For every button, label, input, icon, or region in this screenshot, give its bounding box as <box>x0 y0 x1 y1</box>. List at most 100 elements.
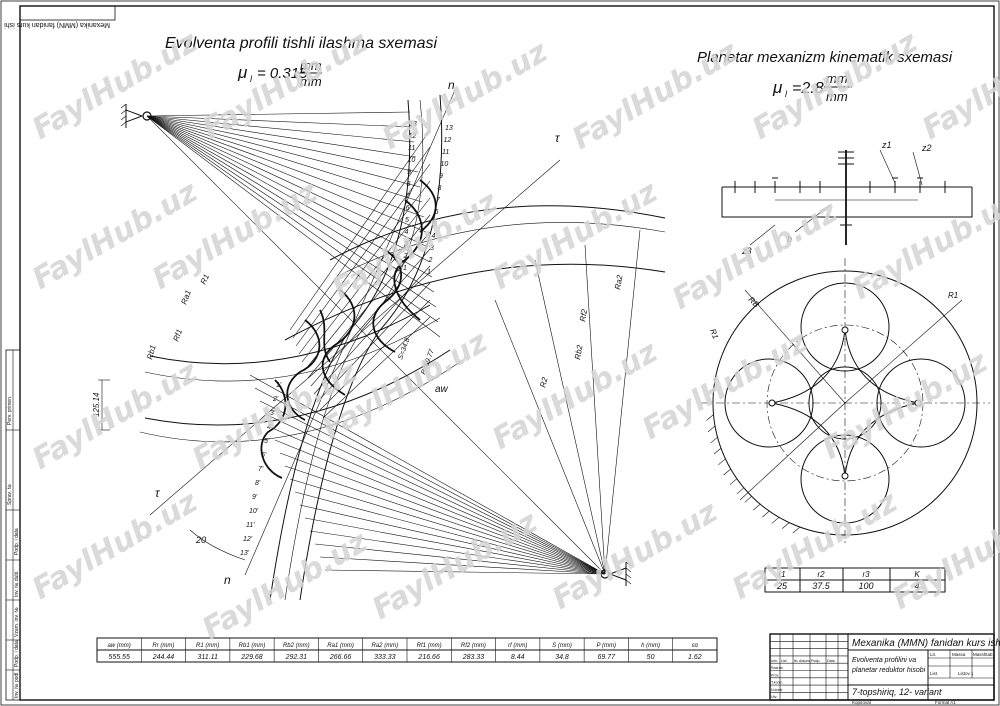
tooth-number: 9 <box>439 173 443 180</box>
ray-top <box>146 115 441 338</box>
gear2-arc-1 <box>329 205 666 261</box>
tb-role: Razrab. <box>771 666 784 670</box>
tooth-profile-5 <box>260 379 287 479</box>
label-aw: aw <box>435 384 449 395</box>
ray-top <box>146 115 431 263</box>
planet-table-header: r2 <box>817 570 825 579</box>
tooth-profile-3 <box>321 289 356 396</box>
ray-bottom <box>309 530 606 575</box>
ray-bottom <box>294 491 606 575</box>
tooth-profile-1 <box>393 199 423 321</box>
tooth-number-prime: 3' <box>270 410 276 417</box>
label-tau-bottom: τ <box>155 486 161 500</box>
tooth-number: 2 <box>403 253 408 260</box>
title-block-main: Mexanika (MMN) fanidan kurs ishi <box>852 638 1000 649</box>
envelope-3 <box>284 99 424 601</box>
params-header: Rb2 (mm) <box>283 643 310 649</box>
gear-scale-sub: l <box>250 74 253 84</box>
gear1-arc-4 <box>139 361 461 443</box>
tb-col-label: Podp. <box>811 659 820 663</box>
tooth-number: 13 <box>445 125 453 132</box>
params-header: Rb1 (mm) <box>239 643 266 649</box>
strip-label-5: Vzam. inv. № <box>14 607 20 637</box>
contact-line <box>301 197 431 363</box>
params-value: 555.55 <box>108 654 130 661</box>
tooth-profile-2 <box>372 249 402 353</box>
tb-role: T.kontr. <box>771 681 783 685</box>
ray-bottom <box>314 543 606 575</box>
tooth-number: 7 <box>406 193 411 200</box>
tooth-number: 8 <box>407 181 411 188</box>
ray-bottom <box>304 517 606 575</box>
label-ra2: Ra2 <box>613 274 625 291</box>
tooth-number: 11 <box>442 149 449 156</box>
gear2-arc-3 <box>284 263 666 341</box>
tooth-number-prime: 4' <box>267 424 273 431</box>
tooth-number-prime: 10' <box>249 508 259 515</box>
corner-stamp-text: Mexanika (MMN) fanidan kurs ishi <box>4 21 110 28</box>
ray-top <box>146 115 435 293</box>
params-header: Rf1 (mm) <box>417 643 442 649</box>
contact-line <box>304 214 431 371</box>
gear-scheme-title: Evolventa profili tishli ilashma sxemasi… <box>165 35 438 89</box>
label-n-bottom: n <box>224 573 231 587</box>
planet-table-header: r3 <box>862 570 870 579</box>
tooth-number: 13 <box>409 121 417 128</box>
ray-bottom <box>269 426 606 575</box>
ray-bottom <box>284 465 606 575</box>
gear-scale-value: = 0.315 <box>257 65 308 82</box>
tangent-line <box>149 159 561 516</box>
params-value: 292.31 <box>285 654 308 661</box>
gear-scale-den: mm <box>300 74 322 89</box>
params-value: 266.66 <box>329 654 352 661</box>
tooth-profile-7 <box>319 309 331 363</box>
planet-scale-num: mm <box>826 71 848 86</box>
title-block-subject-1: Evolventa profilini va <box>852 657 916 664</box>
tooth-profile-6 <box>419 179 437 233</box>
contact-line <box>289 129 431 331</box>
label-r2: R2 <box>538 376 549 389</box>
ray-top <box>146 115 423 203</box>
contact-line <box>307 231 431 379</box>
corner-stamp: Mexanika (MMN) fanidan kurs ishi <box>4 5 116 28</box>
title-block-subject-2: planetar reduktor hisobi <box>851 667 926 674</box>
contact-line <box>313 265 431 395</box>
tb-sheet: List <box>930 671 938 676</box>
tooth-number: 6 <box>406 205 410 212</box>
rays-from-gear1-center <box>146 111 441 338</box>
label-n-top: n <box>448 78 455 92</box>
tooth-number: 1 <box>427 269 431 276</box>
strip-label-2: Sprav. № <box>7 484 13 505</box>
params-value: 34.8 <box>555 654 569 661</box>
tooth-number-prime: 6' <box>261 452 267 459</box>
tb-mass: Massa <box>952 652 966 657</box>
params-header: rf (mm) <box>508 643 527 649</box>
tooth-number-prime: 9' <box>252 494 258 501</box>
ray-bottom <box>259 400 606 575</box>
tb-col-label: Data <box>827 659 835 663</box>
tb-role: Utv. <box>771 695 777 699</box>
ray-bottom <box>264 413 606 575</box>
planet-table-value: 25 <box>776 581 788 591</box>
params-value: 283.33 <box>462 654 485 661</box>
params-value: 50 <box>647 654 655 661</box>
label-r1: R1 <box>199 273 211 286</box>
tb-copied: Kopiroval <box>852 700 871 705</box>
label-z2: z2 <box>921 143 932 153</box>
planet-scale-den: mm <box>826 89 848 104</box>
contact-line <box>298 180 431 355</box>
tooth-profile-4 <box>286 319 321 421</box>
params-value: 229.68 <box>240 654 263 661</box>
tooth-number-prime: 13' <box>240 550 250 557</box>
ray-top <box>146 115 421 188</box>
tb-lit: Lit. <box>930 652 936 657</box>
label-ring-r1: R1 <box>948 291 958 300</box>
strip-label-7: Inv. № podl. <box>14 671 20 698</box>
strip-label-1: Perv. primen. <box>7 396 13 425</box>
tooth-number-prime: 7' <box>258 466 264 473</box>
gear2-arc-2 <box>339 222 666 276</box>
tooth-contact-lines <box>289 129 431 419</box>
tooth-number: 5 <box>405 217 409 224</box>
ray-top <box>146 115 415 143</box>
